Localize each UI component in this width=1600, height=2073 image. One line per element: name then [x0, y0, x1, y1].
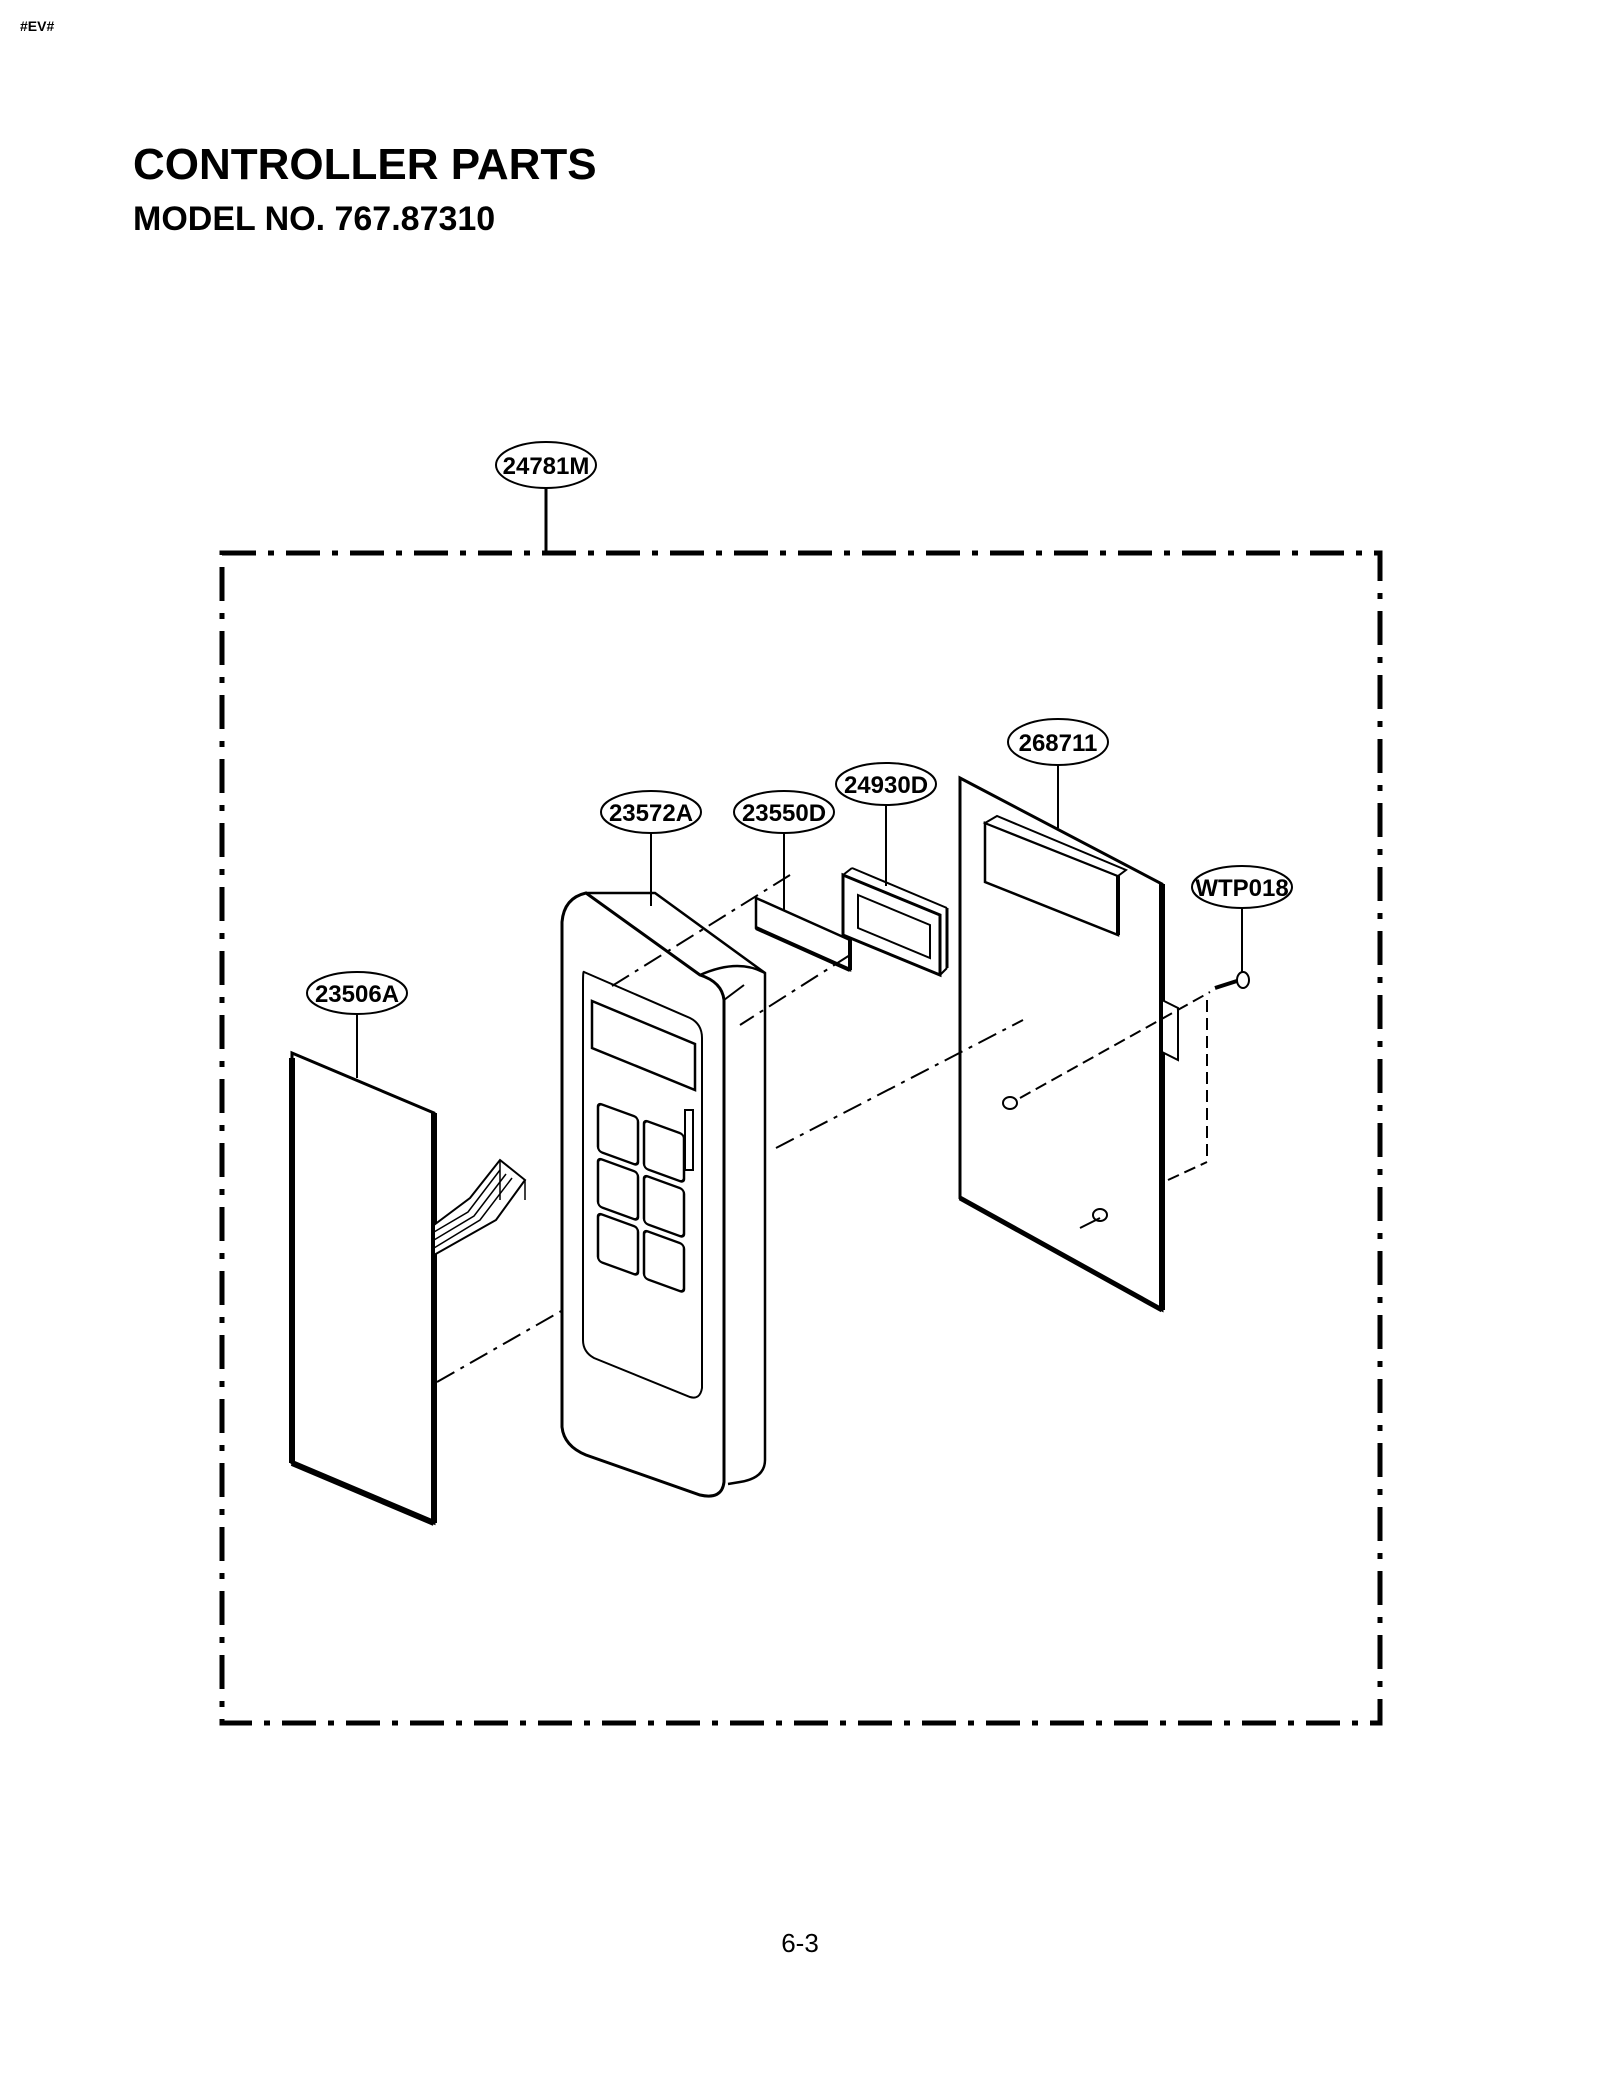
callout-pcb: 268711 [1007, 718, 1109, 766]
page-title: CONTROLLER PARTS [133, 140, 597, 189]
control-panel-part [560, 891, 767, 1498]
callout-screw: WTP018 [1191, 865, 1293, 909]
page-number: 6-3 [781, 1928, 819, 1958]
callout-lens: 24930D [835, 762, 937, 806]
hole-centerline-lower [1079, 1217, 1101, 1229]
callout-window: 23550D [733, 790, 835, 834]
display-centerline [611, 874, 791, 987]
screw-centerline-lower [1167, 1161, 1208, 1181]
callout-label: 24781M [503, 453, 590, 480]
window-centerline [739, 954, 851, 1026]
screw-part [1214, 971, 1250, 990]
callout-label: 23572A [609, 800, 693, 827]
document-tag: #EV# [20, 18, 55, 34]
lens-part [841, 867, 949, 978]
callout-label: 23550D [742, 800, 826, 827]
callout-label: 268711 [1019, 730, 1098, 757]
screw-centerline-upper [1019, 991, 1211, 1099]
callout-label: 24930D [844, 772, 928, 799]
pcb-part [958, 775, 1179, 1313]
callout-label: WTP018 [1195, 875, 1288, 902]
callout-panel: 23572A [600, 790, 702, 834]
membrane-part [289, 1050, 527, 1526]
window-part [754, 896, 852, 972]
callout-assembly: 24781M [495, 441, 597, 489]
model-number: MODEL NO. 767.87310 [133, 200, 496, 238]
assembly-boundary [219, 550, 1383, 1726]
callout-label: 23506A [315, 981, 399, 1008]
pcb-centerline [775, 1019, 1024, 1149]
callout-membrane: 23506A [306, 971, 408, 1015]
